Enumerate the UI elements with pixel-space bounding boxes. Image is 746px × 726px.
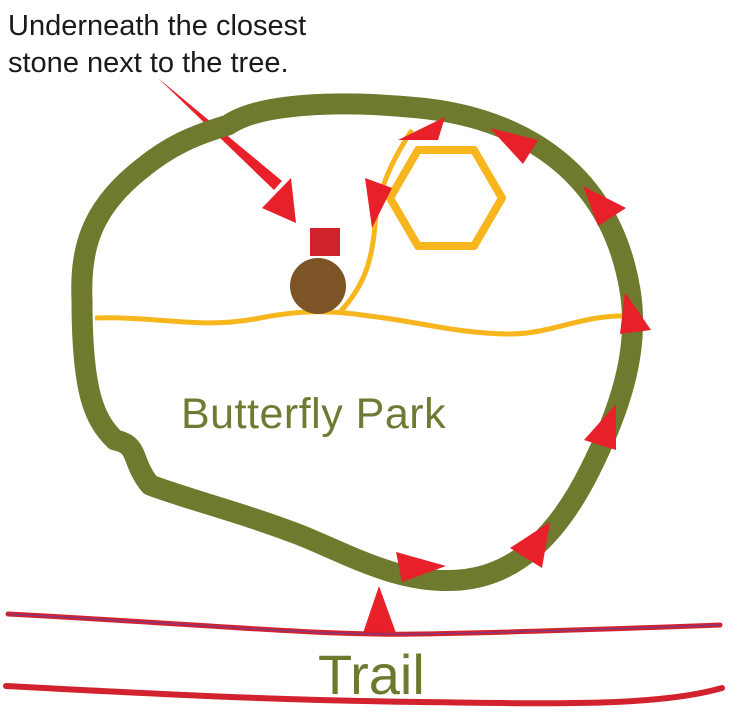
hexagon-icon [386,146,506,250]
trail-line-top-inner [7,613,721,635]
annotation-line-2: stone next to the tree. [8,47,289,79]
triangle-arrow-icon [620,292,651,334]
annotation-pointer-arrowhead [262,178,296,223]
triangle-arrow-icon [396,552,446,582]
triangle-arrow-icon [365,178,392,228]
triangle-arrow-icon [490,128,538,164]
trail-label: Trail [318,643,425,706]
park-boundary [71,93,644,592]
park-label: Butterfly Park [181,390,446,438]
branch-path [338,128,415,314]
triangle-arrow-icon [398,117,445,140]
horizontal-path [94,309,623,337]
triangle-arrow-icon [584,404,616,450]
square-marker-icon [310,228,340,256]
triangle-arrow-icon [510,522,550,568]
trail-entry-arrow [363,586,396,633]
tree-circle-icon [290,258,346,314]
trail-line-bottom [3,683,725,707]
triangle-arrow-icon [583,186,626,226]
annotation-line-1: Underneath the closest [8,10,306,42]
